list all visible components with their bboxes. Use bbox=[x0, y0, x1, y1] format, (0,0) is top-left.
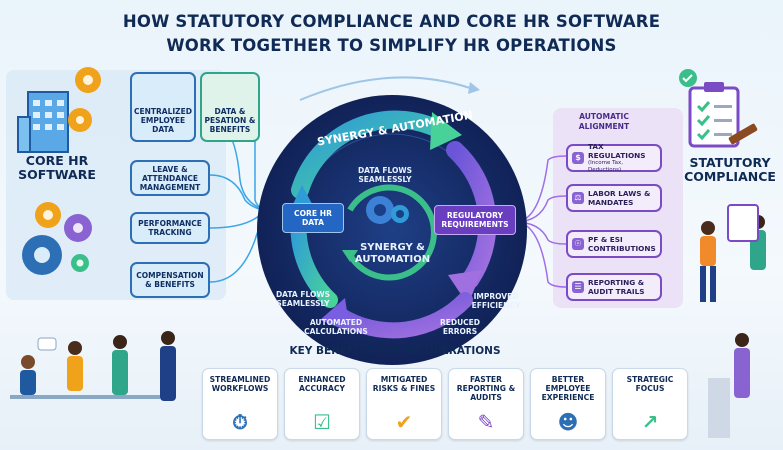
law-scale-icon: ⚖ bbox=[572, 192, 584, 204]
benefit-faster-reporting: FASTER REPORTING & AUDITS ✎ bbox=[448, 368, 524, 440]
card-tax-regulations: $ TAX REGULATIONS(Income Tax, Deductions… bbox=[566, 142, 662, 173]
card-performance-tracking: PERFORMANCE TRACKING bbox=[130, 212, 210, 244]
benefit-mitigated-risks: MITIGATED RISKS & FINES ✔ bbox=[366, 368, 442, 440]
key-benefits-heading: KEY BENEFITS FOR HR OPERATIONS bbox=[289, 345, 501, 357]
card-labor-laws: ⚖ LABOR LAWS & MANDATES bbox=[566, 184, 662, 212]
data-flows-bottom-label: DATA FLOWS SEAMLESSLY bbox=[275, 290, 331, 308]
automated-calculations-label: AUTOMATED CALCULATIONS bbox=[304, 318, 368, 336]
center-gears-icon bbox=[366, 196, 409, 224]
benefit-strategic-focus: STRATEGIC FOCUS ↗ bbox=[612, 368, 688, 440]
benefit-streamlined-workflows: STREAMLINED WORKFLOWS ⏱ bbox=[202, 368, 278, 440]
document-pen-icon: ✎ bbox=[477, 410, 495, 434]
core-hr-software-label: CORE HR SOFTWARE bbox=[18, 153, 96, 182]
right-person-illustration bbox=[700, 204, 766, 438]
data-flows-top-label: DATA FLOWS SEAMLESSLY bbox=[357, 166, 413, 184]
audit-report-icon: ☰ bbox=[572, 281, 584, 293]
purple-cycle-arrow-bottom bbox=[332, 292, 473, 339]
growth-chart-icon: ↗ bbox=[641, 410, 659, 434]
purple-cycle-arrowhead-right bbox=[448, 270, 482, 305]
card-leave-attendance: LEAVE & ATTENDANCE MANAGEMENT bbox=[130, 160, 210, 196]
clipboard-gavel-icon bbox=[688, 82, 758, 148]
automatic-alignment-label: AUTOMATIC ALIGNMENT bbox=[578, 112, 630, 131]
benefit-better-employee-experience: BETTER EMPLOYEE EXPERIENCE ☻ bbox=[530, 368, 606, 440]
right-connectors bbox=[514, 155, 567, 288]
improved-efficiency-label: IMPROVED EFFICIENCY bbox=[471, 292, 521, 310]
card-centralized-employee-data: CENTRALIZED EMPLOYEE DATA bbox=[130, 72, 196, 142]
top-swoosh-arrow bbox=[299, 76, 471, 101]
green-cycle-arrowhead-top bbox=[430, 112, 462, 150]
title-line-1: HOW STATUTORY COMPLIANCE AND CORE HR SOF… bbox=[122, 12, 661, 31]
checklist-icon: ☑ bbox=[313, 410, 331, 434]
card-data-pesation-benefits: DATA & PESATION & BENEFITS bbox=[200, 72, 260, 142]
benefit-enhanced-accuracy: ENHANCED ACCURACY ☑ bbox=[284, 368, 360, 440]
orange-gear-icon bbox=[68, 67, 101, 132]
statutory-compliance-label: STATUTORY COMPLIANCE bbox=[684, 155, 776, 184]
diagram-title: HOW STATUTORY COMPLIANCE AND CORE HR SOF… bbox=[60, 10, 723, 58]
people-icon: ☻ bbox=[557, 410, 579, 434]
card-compensation-benefits: COMPENSATION & BENEFITS bbox=[130, 262, 210, 298]
building-icon bbox=[17, 91, 69, 153]
stopwatch-icon: ⏱ bbox=[232, 410, 248, 434]
card-pf-esi: ☉ PF & ESI CONTRIBUTIONS bbox=[566, 230, 662, 258]
people-meeting-illustration bbox=[10, 331, 176, 401]
title-line-2: WORK TOGETHER TO SIMPLIFY HR OPERATIONS bbox=[166, 36, 617, 55]
shield-check-icon: ✔ bbox=[395, 410, 413, 434]
inner-arrowhead bbox=[342, 250, 358, 262]
green-cycle-arrow-top bbox=[291, 110, 449, 199]
purple-cycle-arrowhead-bottom bbox=[320, 298, 350, 332]
left-gears-cluster-icon bbox=[22, 202, 92, 275]
reduced-errors-label: REDUCED ERRORS bbox=[439, 318, 481, 336]
top-swoosh-arrowhead bbox=[468, 82, 480, 94]
card-reporting-audit: ☰ REPORTING & AUDIT TRAILS bbox=[566, 273, 662, 301]
inner-arrow-ring bbox=[347, 184, 437, 281]
synergy-automation-center-label: SYNERGY & AUTOMATION bbox=[354, 242, 431, 265]
tax-document-icon: $ bbox=[572, 152, 584, 164]
shield-icon: ☉ bbox=[572, 238, 584, 250]
